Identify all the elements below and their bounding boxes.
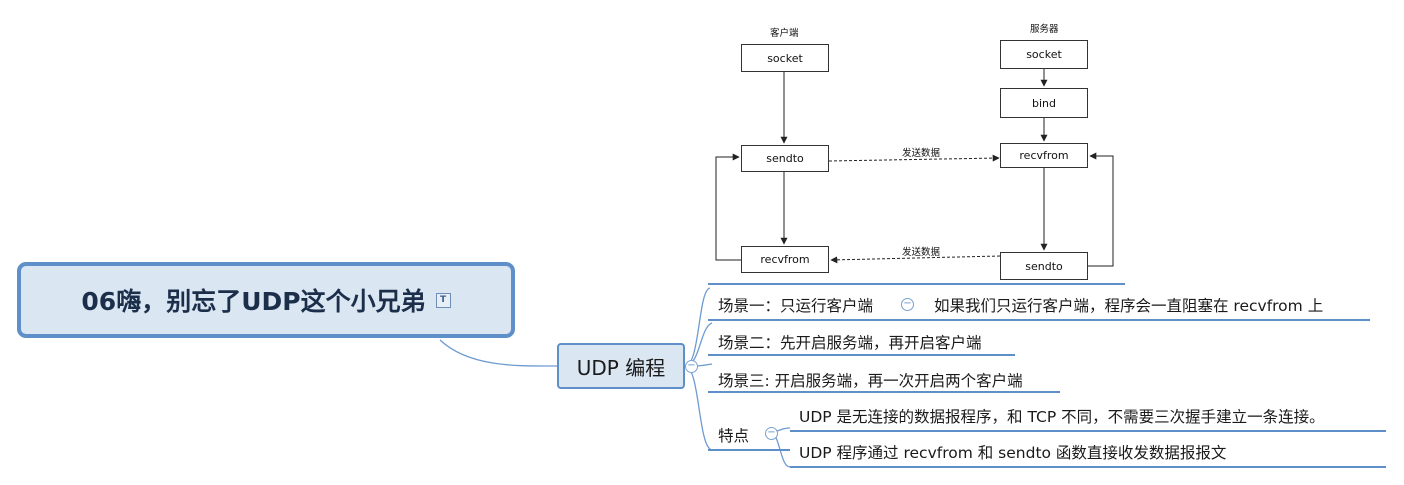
- server-title: 服务器: [1030, 24, 1059, 35]
- client-socket-box: socket: [741, 44, 829, 72]
- scene1-collapse-icon[interactable]: −: [901, 298, 914, 311]
- send-data-label-bottom: 发送数据: [902, 247, 941, 258]
- features-topic[interactable]: 特点: [718, 427, 750, 445]
- root-to-branch-line: [439, 339, 558, 367]
- root-topic[interactable]: 06嗨，别忘了UDP这个小兄弟 T: [17, 262, 515, 338]
- arrow-send-to-client: [830, 255, 1001, 264]
- send-data-label-top: 发送数据: [902, 148, 941, 159]
- feature1-topic[interactable]: UDP 是无连接的数据报程序，和 TCP 不同，不需要三次握手建立一条连接。: [799, 408, 1325, 426]
- branch-collapse-icon[interactable]: −: [685, 360, 698, 373]
- scene3-topic[interactable]: 场景三: 开启服务端，再一次开启两个客户端: [718, 372, 1023, 390]
- features-collapse-icon[interactable]: −: [765, 427, 778, 440]
- server-socket-box: socket: [1000, 40, 1088, 69]
- server-recvfrom-box: recvfrom: [1000, 143, 1088, 168]
- arrow-send-to-server: [828, 154, 1000, 162]
- branch-label: UDP 编程: [576, 355, 666, 380]
- text-note-icon[interactable]: T: [435, 292, 451, 308]
- root-title: 06嗨，别忘了UDP这个小兄弟: [81, 287, 426, 316]
- scene1-note-topic[interactable]: 如果我们只运行客户端，程序会一直阻塞在 recvfrom 上: [934, 297, 1324, 315]
- client-recvfrom-box: recvfrom: [741, 246, 829, 273]
- arrow-server-loop: [1088, 152, 1114, 267]
- server-bind-box: bind: [1000, 88, 1088, 118]
- branch-brace: [684, 287, 713, 451]
- branch-udp-programming[interactable]: UDP 编程: [557, 343, 685, 389]
- client-sendto-box: sendto: [741, 145, 829, 172]
- scene1-topic[interactable]: 场景一：只运行客户端: [718, 297, 874, 315]
- scene2-topic[interactable]: 场景二：先开启服务端，再开启客户端: [718, 334, 982, 352]
- client-title: 客户端: [770, 28, 799, 39]
- feature2-topic[interactable]: UDP 程序通过 recvfrom 和 sendto 函数直接收发数据报报文: [799, 444, 1227, 462]
- server-sendto-box: sendto: [1000, 252, 1088, 280]
- arrow-client-loop: [715, 153, 741, 261]
